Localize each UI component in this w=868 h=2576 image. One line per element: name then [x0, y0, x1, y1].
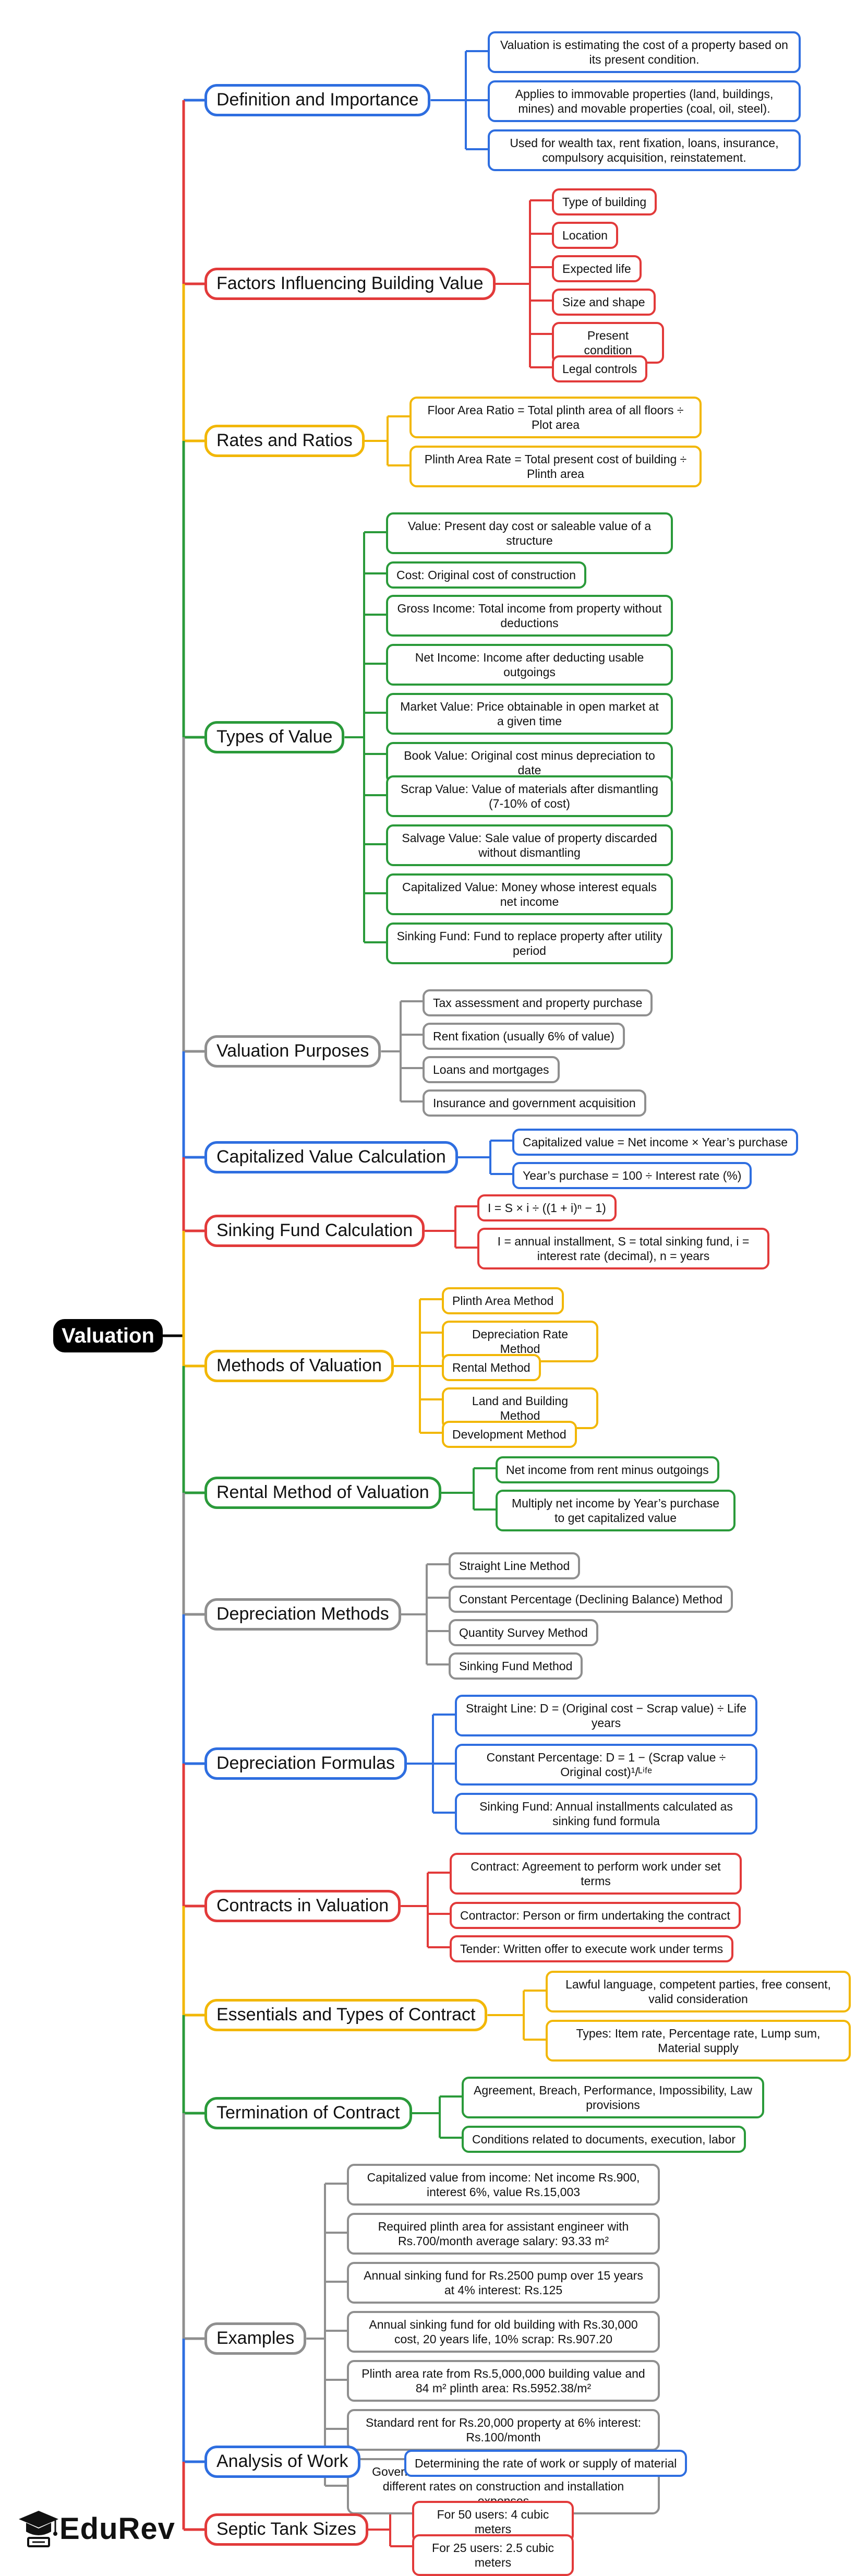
branch-sinking-fund-calculation: Sinking Fund Calculation [204, 1215, 425, 1247]
leaf-item: Straight Line Method [449, 1552, 581, 1580]
leaf-item: Loans and mortgages [423, 1056, 560, 1084]
branch-termination-of-contract: Termination of Contract [204, 2097, 412, 2129]
leaf-item: Net Income: Income after deducting usabl… [386, 644, 673, 686]
leaf-item: Determining the rate of work or supply o… [404, 2450, 688, 2477]
graduation-cap-icon [19, 2511, 58, 2547]
branch-examples: Examples [204, 2322, 307, 2355]
leaf-item: Contract: Agreement to perform work unde… [450, 1853, 742, 1895]
root-node: Valuation [53, 1319, 163, 1352]
leaf-item: Rent fixation (usually 6% of value) [423, 1023, 625, 1050]
leaf-item: Development Method [442, 1421, 577, 1448]
leaf-item: Plinth area rate from Rs.5,000,000 build… [347, 2360, 660, 2402]
branch-contracts-in-valuation: Contracts in Valuation [204, 1890, 401, 1922]
leaf-item: Expected life [552, 255, 642, 283]
leaf-item: Gross Income: Total income from property… [386, 595, 673, 637]
leaf-item: Constant Percentage: D = 1 − (Scrap valu… [455, 1744, 757, 1786]
branch-rental-method-of-valuation: Rental Method of Valuation [204, 1477, 441, 1509]
leaf-item: Lawful language, competent parties, free… [546, 1971, 851, 2013]
leaf-item: Tender: Written offer to execute work un… [450, 1935, 734, 1963]
leaf-item: Capitalized value = Net income × Year’s … [512, 1129, 799, 1156]
leaf-item: Conditions related to documents, executi… [462, 2126, 746, 2153]
leaf-item: I = annual installment, S = total sinkin… [477, 1228, 769, 1270]
branch-definition-and-importance: Definition and Importance [204, 84, 431, 116]
leaf-item: Rental Method [442, 1354, 541, 1382]
leaf-item: For 25 users: 2.5 cubic meters [412, 2534, 574, 2576]
leaf-item: Market Value: Price obtainable in open m… [386, 693, 673, 735]
branch-valuation-purposes: Valuation Purposes [204, 1035, 381, 1068]
leaf-item: I = S × i ÷ ((1 + i)ⁿ − 1) [477, 1194, 617, 1222]
branch-capitalized-value-calculation: Capitalized Value Calculation [204, 1141, 458, 1173]
leaf-item: Applies to immovable properties (land, b… [488, 80, 801, 123]
leaf-item: Types: Item rate, Percentage rate, Lump … [546, 2020, 851, 2062]
leaf-item: Salvage Value: Sale value of property di… [386, 824, 673, 867]
leaf-item: Net income from rent minus outgoings [496, 1456, 719, 1484]
leaf-item: Plinth Area Method [442, 1287, 564, 1315]
leaf-item: Plinth Area Rate = Total present cost of… [409, 446, 702, 488]
leaf-item: Scrap Value: Value of materials after di… [386, 775, 673, 818]
branch-rates-and-ratios: Rates and Ratios [204, 425, 365, 457]
brand-name: EduRev [59, 2511, 175, 2546]
leaf-item: Value: Present day cost or saleable valu… [386, 512, 673, 555]
leaf-item: Used for wealth tax, rent fixation, loan… [488, 129, 801, 172]
branch-types-of-value: Types of Value [204, 721, 345, 753]
branch-methods-of-valuation: Methods of Valuation [204, 1350, 394, 1382]
leaf-item: Year’s purchase = 100 ÷ Interest rate (%… [512, 1162, 752, 1190]
leaf-item: Tax assessment and property purchase [423, 989, 653, 1017]
leaf-item: Location [552, 222, 618, 249]
branch-essentials-and-types-of-contract: Essentials and Types of Contract [204, 1999, 488, 2031]
leaf-item: Annual sinking fund for Rs.2500 pump ove… [347, 2262, 660, 2304]
branch-depreciation-formulas: Depreciation Formulas [204, 1747, 407, 1780]
branch-analysis-of-work: Analysis of Work [204, 2446, 360, 2478]
branch-depreciation-methods: Depreciation Methods [204, 1598, 401, 1631]
leaf-item: Capitalized Value: Money whose interest … [386, 873, 673, 916]
leaf-item: Sinking Fund Method [449, 1652, 583, 1680]
leaf-item: Multiply net income by Year’s purchase t… [496, 1490, 736, 1532]
leaf-item: Cost: Original cost of construction [386, 561, 586, 589]
leaf-item: Legal controls [552, 355, 648, 383]
leaf-item: Annual sinking fund for old building wit… [347, 2311, 660, 2353]
leaf-item: Required plinth area for assistant engin… [347, 2213, 660, 2255]
leaf-item: Floor Area Ratio = Total plinth area of … [409, 397, 702, 439]
leaf-item: Contractor: Person or firm undertaking t… [450, 1902, 741, 1930]
leaf-item: Standard rent for Rs.20,000 property at … [347, 2409, 660, 2451]
leaf-item: Type of building [552, 188, 657, 216]
branch-factors-influencing-building-value: Factors Influencing Building Value [204, 268, 496, 300]
leaf-item: Constant Percentage (Declining Balance) … [449, 1586, 733, 1613]
leaf-item: Capitalized value from income: Net incom… [347, 2164, 660, 2206]
leaf-item: Insurance and government acquisition [423, 1089, 646, 1117]
leaf-item: Agreement, Breach, Performance, Impossib… [462, 2077, 764, 2119]
branch-septic-tank-sizes: Septic Tank Sizes [204, 2513, 368, 2546]
leaf-item: Valuation is estimating the cost of a pr… [488, 31, 801, 74]
leaf-item: Straight Line: D = (Original cost − Scra… [455, 1695, 757, 1737]
leaf-item: Sinking Fund: Annual installments calcul… [455, 1793, 757, 1835]
brand-logo: EduRev [18, 2509, 175, 2548]
leaf-item: Size and shape [552, 289, 656, 316]
leaf-item: Quantity Survey Method [449, 1619, 598, 1647]
leaf-item: Sinking Fund: Fund to replace property a… [386, 922, 673, 965]
